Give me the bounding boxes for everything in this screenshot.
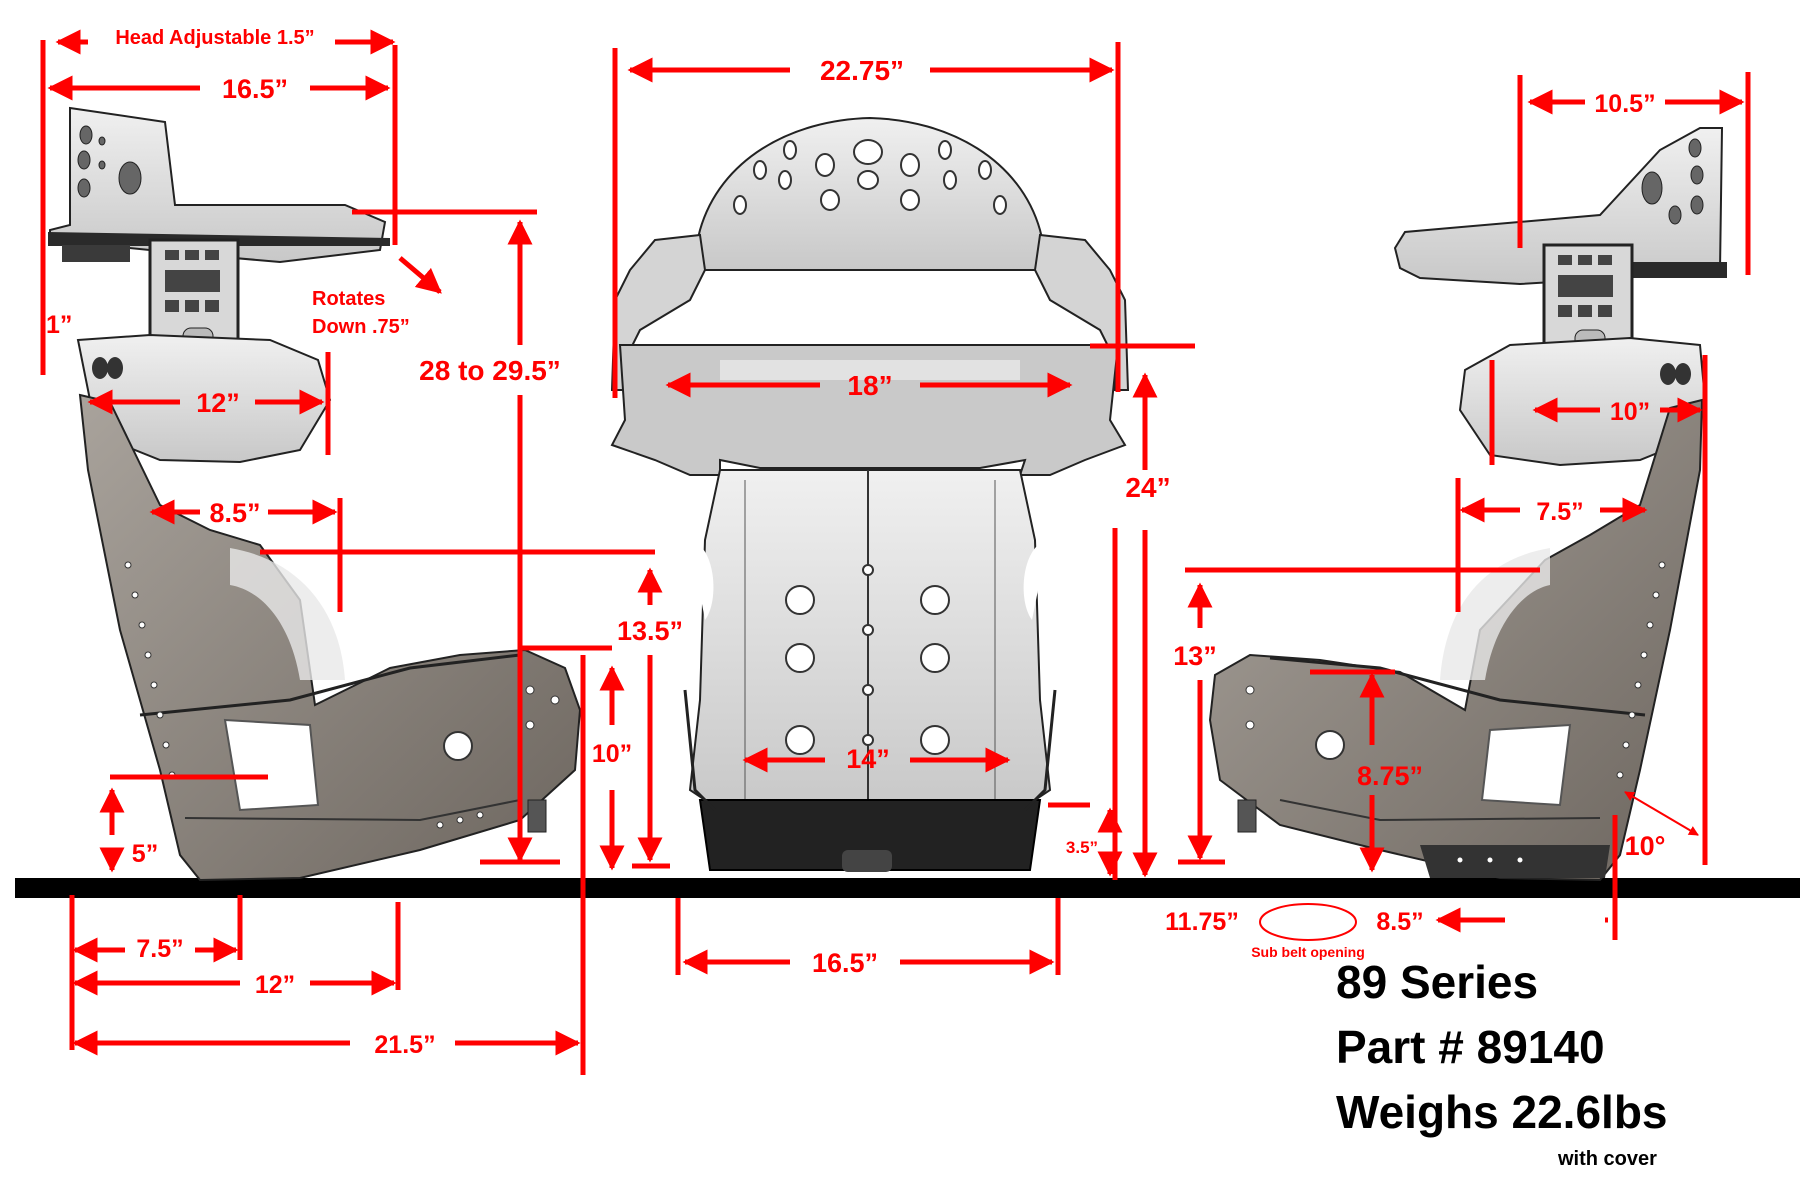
label-rib-left: 8.5” <box>209 498 260 528</box>
dimension-lines <box>40 29 1751 1075</box>
label-rotates: Rotates <box>312 288 385 310</box>
left-head-support <box>49 106 387 264</box>
label-head-right-width: 10.5” <box>1594 90 1655 118</box>
label-belt-left: 11.75” <box>1165 908 1239 936</box>
label-shoulder-right: 10” <box>1610 398 1650 426</box>
label-recline-angle: 10° <box>1625 831 1666 861</box>
left-side-view <box>48 106 582 882</box>
dimension-labels: Head Adjustable 1.5” 16.5” 1” Rotates Do… <box>46 27 1665 1059</box>
part-number: Part # 89140 <box>1336 1021 1605 1073</box>
label-base-width: 16.5” <box>812 948 878 978</box>
label-leg-height: 10” <box>592 740 632 768</box>
label-overall-height: 28 to 29.5” <box>419 355 561 386</box>
label-side-height-right: 13” <box>1173 641 1217 671</box>
front-base <box>698 799 1042 871</box>
label-front-height: 13.5” <box>617 616 683 646</box>
label-bottom-clearance: 3.5” <box>1066 838 1098 857</box>
label-shoulder-width: 18” <box>847 370 892 401</box>
label-rib-right: 7.5” <box>1536 498 1583 526</box>
ground-line <box>15 878 1800 898</box>
label-seat-215: 21.5” <box>374 1031 435 1059</box>
cover-note: with cover <box>1558 1148 1657 1170</box>
label-back-height: 24” <box>1125 472 1170 503</box>
weight-text: Weighs 22.6lbs <box>1336 1086 1668 1138</box>
label-seat-75: 7.5” <box>136 935 183 963</box>
label-head-side-offset: 1” <box>46 311 72 339</box>
front-view <box>610 116 1130 872</box>
right-side-view <box>1208 127 1727 882</box>
label-hip-offset: 5” <box>132 840 158 868</box>
series-title: 89 Series <box>1336 956 1539 1008</box>
label-seat-12: 12” <box>255 971 295 999</box>
label-leg-height-right: 8.75” <box>1357 761 1423 791</box>
label-head-adjustable: Head Adjustable 1.5” <box>115 27 314 49</box>
label-hip-width: 14” <box>846 744 890 774</box>
sub-belt-opening-marker <box>1259 903 1357 941</box>
label-rotates-down: Down .75” <box>312 316 410 338</box>
label-head-depth: 16.5” <box>222 74 288 104</box>
label-sub-belt-opening: Sub belt opening <box>1251 944 1365 960</box>
label-top-width: 22.75” <box>820 55 904 86</box>
front-headrest <box>688 116 1052 271</box>
label-shoulder-left: 12” <box>196 388 240 418</box>
label-belt-right: 8.5” <box>1376 908 1423 936</box>
